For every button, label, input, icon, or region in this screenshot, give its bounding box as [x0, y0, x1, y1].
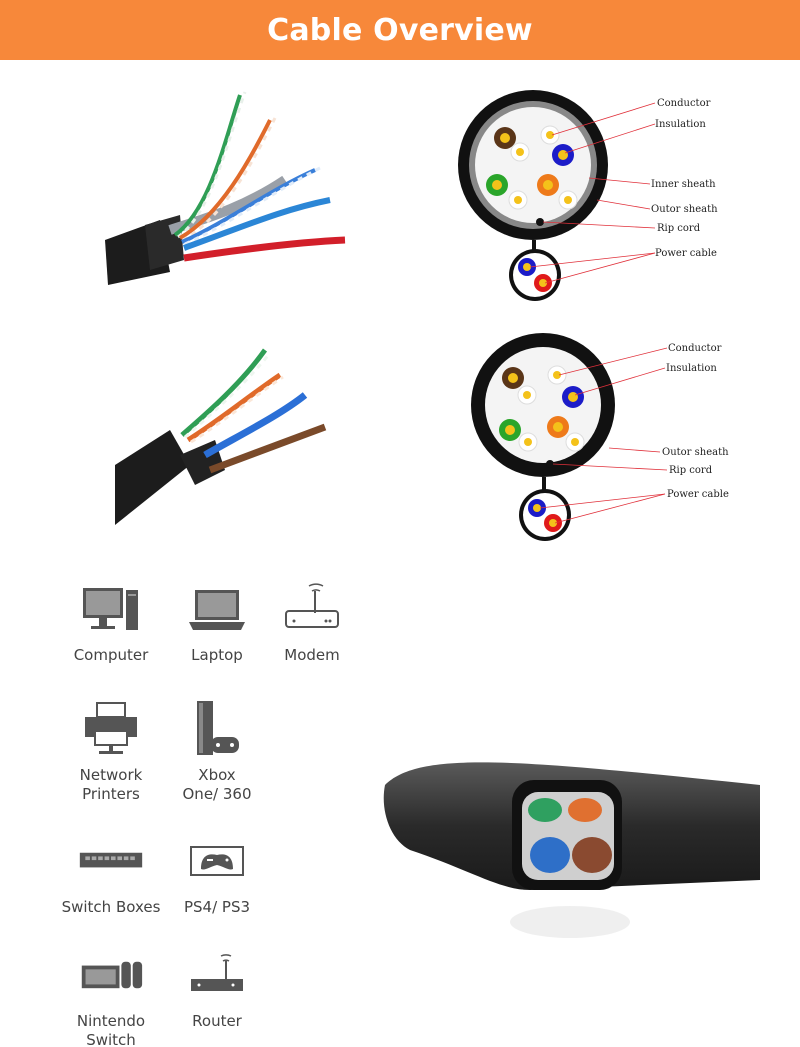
- xbox-icon: [184, 698, 250, 760]
- label-conductor: Conductor: [657, 98, 711, 109]
- page-title: Cable Overview: [267, 12, 533, 48]
- device-computer: Computer: [56, 578, 166, 665]
- label-inner-sheath: Inner sheath: [651, 179, 716, 190]
- cable-photo-with-power: [105, 91, 346, 285]
- flat-cable-photo: [383, 762, 760, 938]
- cable-cross-section-diagram-top: Conductor Insulation Inner sheath Outor …: [458, 90, 718, 301]
- device-xbox: Xbox One/ 360: [162, 698, 272, 804]
- device-router: Router: [162, 944, 272, 1031]
- router-icon: [184, 944, 250, 1006]
- label-insulation: Insulation: [655, 119, 706, 130]
- nintendo-switch-icon: [78, 944, 144, 1006]
- device-laptop: Laptop: [162, 578, 272, 665]
- computer-icon: [78, 578, 144, 640]
- label-outer-sheath: Outor sheath: [651, 204, 718, 215]
- switch-box-icon: [78, 830, 144, 892]
- device-label: PS4/ PS3: [183, 898, 251, 916]
- device-label: Xbox One/ 360: [182, 766, 252, 803]
- device-label: Network Printers: [79, 766, 143, 803]
- device-network-printers: Network Printers: [56, 698, 166, 804]
- label-power-cable: Power cable: [667, 489, 729, 500]
- label-outer-sheath: Outor sheath: [662, 447, 729, 458]
- device-label: Switch Boxes: [61, 898, 161, 916]
- device-switch-boxes: Switch Boxes: [56, 830, 166, 917]
- device-label: Nintendo Switch: [76, 1012, 146, 1047]
- label-power-cable: Power cable: [655, 248, 717, 259]
- device-label: Router: [192, 1012, 242, 1030]
- label-rip-cord: Rip cord: [669, 465, 713, 476]
- device-label: Modem: [284, 646, 340, 664]
- device-nintendo-switch: Nintendo Switch: [56, 944, 166, 1047]
- label-insulation: Insulation: [666, 363, 717, 374]
- label-conductor: Conductor: [668, 343, 722, 354]
- device-modem: Modem: [257, 578, 367, 665]
- label-rip-cord: Rip cord: [657, 223, 701, 234]
- device-ps4-ps3: PS4/ PS3: [162, 830, 272, 917]
- cable-cross-section-diagram-bottom: Conductor Insulation Outor sheath Rip co…: [471, 333, 729, 541]
- printer-icon: [78, 698, 144, 760]
- header-banner: Cable Overview: [0, 0, 800, 60]
- device-label: Laptop: [191, 646, 243, 664]
- laptop-icon: [184, 578, 250, 640]
- gamepad-icon: [184, 830, 250, 892]
- device-label: Computer: [73, 646, 149, 664]
- modem-icon: [279, 578, 345, 640]
- cable-photo-with-power-blue-brown: [115, 348, 327, 525]
